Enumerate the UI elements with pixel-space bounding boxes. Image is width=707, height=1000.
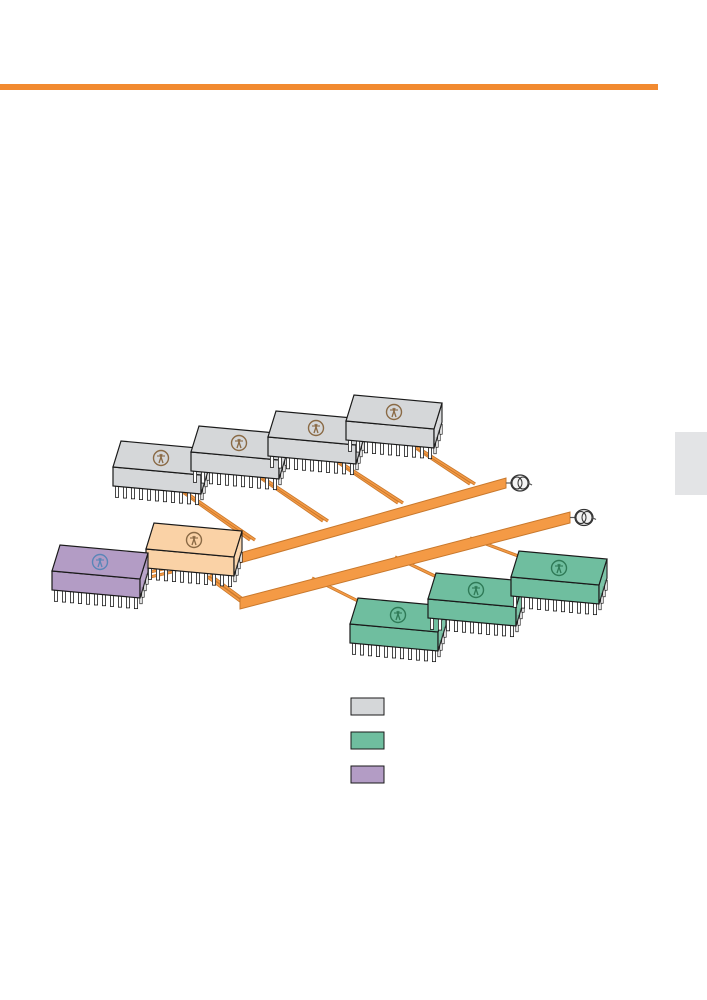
resistor-icon <box>506 474 533 492</box>
stub-wire <box>204 573 244 605</box>
upper-bus <box>239 474 533 564</box>
stub-wire <box>417 446 476 486</box>
legend-swatch-gray <box>350 697 385 716</box>
gray-chip-1 <box>112 440 210 506</box>
bus-lines <box>239 474 597 610</box>
legend-item-gray <box>350 697 385 716</box>
antenna-icon <box>91 553 109 571</box>
antenna-icon <box>550 559 568 577</box>
legend-swatch-purple <box>350 765 385 784</box>
stub-wire <box>262 476 329 523</box>
legend-item-green <box>350 731 385 750</box>
legend-item-purple <box>350 765 385 784</box>
gray-chip-2 <box>190 425 288 491</box>
antenna-icon <box>185 531 203 549</box>
antenna-icon <box>385 403 403 421</box>
chip-pins <box>115 469 210 506</box>
chips <box>51 394 608 663</box>
gray-chip-3 <box>267 410 365 476</box>
antenna-icon <box>467 581 485 599</box>
antenna-icon <box>307 419 325 437</box>
green-chip-3 <box>510 550 608 616</box>
legend-swatch-green <box>350 731 385 750</box>
header-rule <box>0 84 658 90</box>
side-tab <box>675 432 707 495</box>
lower-bus <box>239 508 597 610</box>
antenna-icon <box>230 434 248 452</box>
gray-chip-4 <box>345 394 443 460</box>
chip-pins <box>351 626 447 663</box>
peach-chip <box>145 522 243 588</box>
antenna-icon <box>152 449 170 467</box>
chip-pins <box>347 423 443 460</box>
purple-chip <box>51 544 149 610</box>
resistor-icon <box>570 508 597 527</box>
stub-wire <box>149 569 177 579</box>
chip-pins <box>192 454 288 491</box>
antenna-icon <box>389 606 407 624</box>
legend <box>350 697 385 784</box>
